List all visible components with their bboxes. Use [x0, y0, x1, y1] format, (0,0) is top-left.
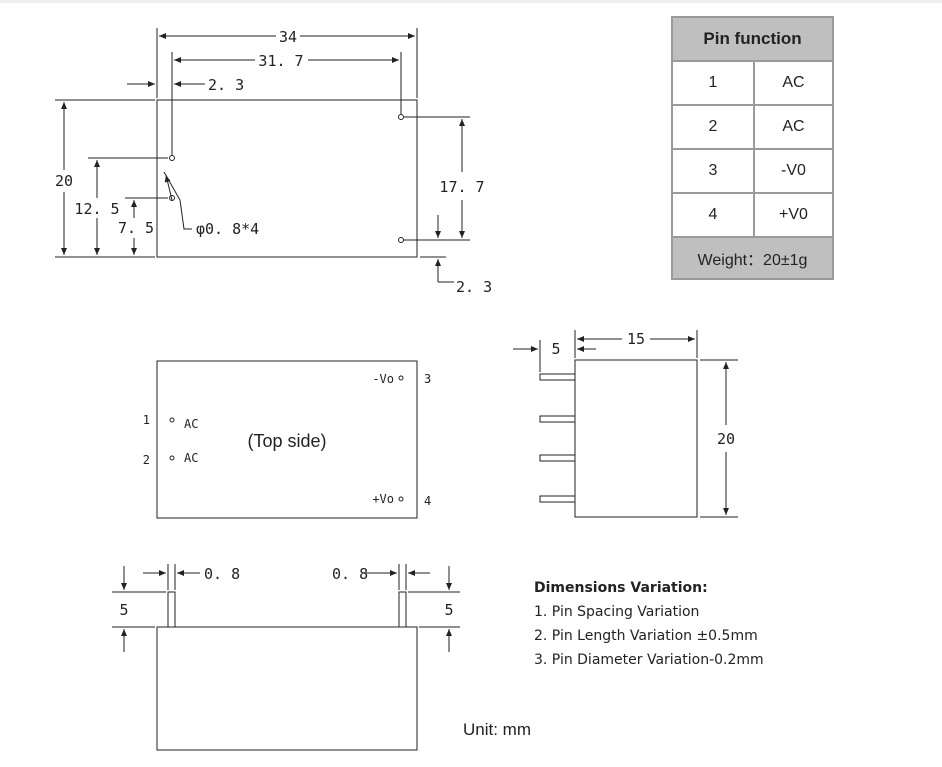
note-item: 1. Pin Spacing Variation	[534, 604, 700, 620]
pin-number: 4	[671, 192, 755, 238]
pin-number: 1	[671, 60, 755, 106]
front-view-body	[156, 626, 418, 751]
dim-pin1-height: 12. 5	[74, 200, 119, 218]
top-view-pin-3	[398, 114, 404, 120]
dim-right-pin-span: 17. 7	[439, 178, 484, 196]
dim-pin-diameter: φ0. 8*4	[196, 220, 259, 238]
note-item: 3. Pin Diameter Variation-0.2mm	[534, 652, 764, 668]
top-side-view-body	[156, 360, 418, 519]
top-view-pin-4	[398, 237, 404, 243]
dim-left-pin-width: 0. 8	[204, 565, 240, 583]
notes-heading: Dimensions Variation:	[534, 580, 708, 596]
top-side-label: (Top side)	[247, 431, 326, 451]
table-row: 1 AC	[671, 60, 834, 106]
table-row: 4 +V0	[671, 192, 834, 238]
dim-right-pin-width: 0. 8	[332, 565, 368, 583]
top-view-pin-2	[169, 195, 175, 201]
top-border	[0, 0, 942, 3]
pin-number: 2	[671, 104, 755, 150]
pin3-number: 3	[424, 372, 431, 386]
table-row: 3 -V0	[671, 148, 834, 194]
pin4-marker	[398, 496, 404, 502]
pin2-label: AC	[184, 451, 198, 465]
pin4-label: +Vo	[372, 492, 394, 506]
dim-right-pin-offset: 2. 3	[456, 278, 492, 296]
dim-pin-offset-left: 2. 3	[208, 76, 244, 94]
top-view-pin-1	[169, 155, 175, 161]
pin-function: -V0	[753, 148, 834, 194]
dim-side-height: 20	[717, 430, 735, 448]
note-item: 2. Pin Length Variation ±0.5mm	[534, 628, 758, 644]
dim-depth: 15	[627, 330, 645, 348]
dimension-notes: Dimensions Variation: 1. Pin Spacing Var…	[534, 580, 764, 676]
pin3-marker	[398, 375, 404, 381]
side-view-pin-d	[539, 495, 576, 503]
pin1-marker	[169, 417, 175, 423]
table-row: 2 AC	[671, 104, 834, 150]
pin-function: +V0	[753, 192, 834, 238]
unit-label: Unit: mm	[463, 720, 531, 739]
dim-width: 34	[279, 28, 297, 46]
front-view-pin-right	[398, 591, 407, 628]
pin4-number: 4	[424, 494, 431, 508]
side-view-body	[574, 359, 698, 518]
pin-number: 3	[671, 148, 755, 194]
pin2-number: 2	[143, 453, 150, 467]
pin1-number: 1	[143, 413, 150, 427]
weight-cell: Weight：20±1g	[671, 236, 834, 280]
pin-function-table: Pin function 1 AC 2 AC 3 -V0 4 +V0 Weigh…	[671, 16, 834, 280]
pin1-label: AC	[184, 417, 198, 431]
top-view-body	[156, 99, 418, 258]
side-view-pin-c	[539, 454, 576, 462]
dim-left-pin-length: 5	[119, 601, 128, 619]
side-view-pin-b	[539, 415, 576, 423]
side-view-pin-a	[539, 373, 576, 381]
dim-side-pin-length: 5	[551, 340, 560, 358]
pin-function: AC	[753, 104, 834, 150]
pin-function: AC	[753, 60, 834, 106]
dim-right-pin-length: 5	[444, 601, 453, 619]
pin3-label: -Vo	[372, 372, 394, 386]
dim-pin2-height: 7. 5	[118, 219, 154, 237]
dim-height: 20	[55, 172, 73, 190]
pin2-marker	[169, 455, 175, 461]
dim-pin-span: 31. 7	[258, 52, 303, 70]
pin-table-header: Pin function	[671, 16, 834, 62]
front-view-pin-left	[167, 591, 176, 628]
